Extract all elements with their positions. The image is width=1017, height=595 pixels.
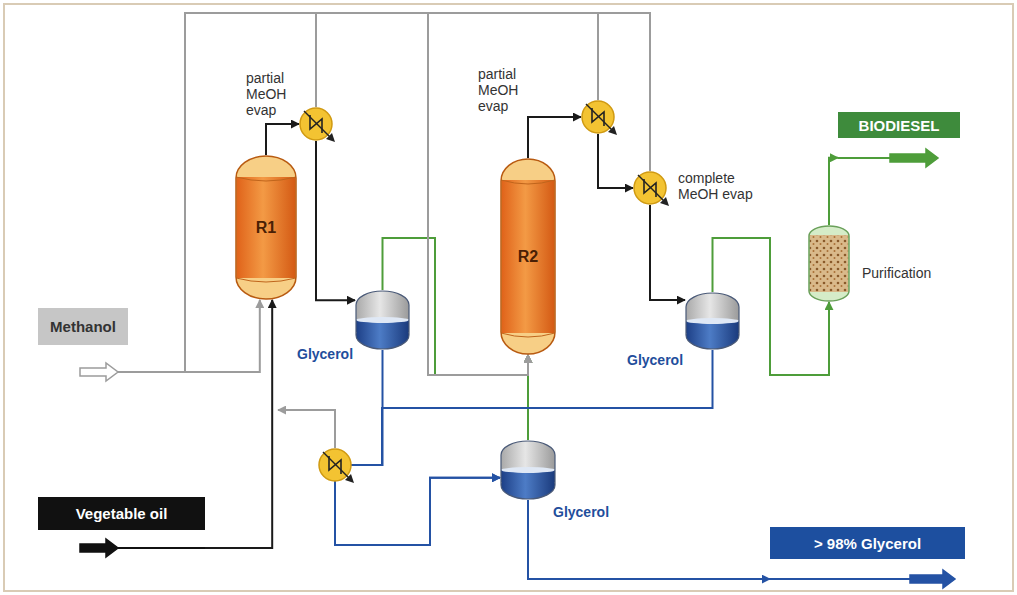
heat-exchanger: partial MeOH evap	[299, 107, 333, 141]
flow-line	[829, 158, 838, 225]
flow-line	[335, 350, 500, 545]
flow-line	[266, 124, 299, 155]
flow-line	[128, 13, 528, 375]
product-label: > 98% Glycerol	[770, 527, 965, 589]
feed-label: Methanol	[38, 308, 128, 380]
reactor-name: R1	[256, 219, 276, 237]
reactor-name: R2	[518, 248, 538, 266]
flow-line	[316, 141, 355, 300]
flow-line	[128, 300, 260, 372]
flow-line	[598, 134, 633, 188]
heat-exchanger-symbol	[633, 171, 667, 205]
glycerol-separator: Glycerol	[500, 440, 556, 500]
heat-exchanger	[319, 449, 354, 483]
packed-column	[808, 225, 850, 302]
label-block: BIODIESEL	[838, 112, 960, 138]
separator-vessel	[685, 292, 740, 350]
heat-exchanger-symbol	[581, 100, 615, 134]
stream-label: Vegetable oil	[76, 505, 168, 522]
heat-exchanger-symbol	[299, 107, 333, 141]
flow-line	[650, 205, 685, 300]
phase-label: Glycerol	[627, 352, 683, 368]
flow-line	[428, 13, 598, 375]
stream-label: Methanol	[50, 318, 116, 335]
heat-exchanger: partial MeOH evap	[581, 100, 615, 134]
heat-exchanger: complete MeOH evap	[633, 171, 667, 205]
stream-label: BIODIESEL	[859, 117, 940, 134]
flow-line	[316, 13, 528, 375]
frame	[4, 4, 1013, 591]
purification-column: Purification	[808, 225, 850, 302]
label-block: > 98% Glycerol	[770, 527, 965, 559]
label-block: Vegetable oil	[38, 497, 205, 530]
glycerol-separator: Glycerol	[355, 290, 410, 350]
separator-vessel	[500, 440, 556, 500]
reactor-vessel: R1	[235, 155, 297, 300]
label-block: Methanol	[38, 308, 128, 345]
product-label: BIODIESEL	[838, 112, 960, 170]
vapour-recycle-line	[278, 410, 335, 448]
unit-caption: partial MeOH evap	[246, 70, 296, 118]
stream-label: > 98% Glycerol	[814, 535, 921, 552]
flow-line	[528, 117, 581, 158]
unit-caption: complete MeOH evap	[678, 170, 758, 202]
separator-vessel	[355, 290, 410, 350]
phase-label: Glycerol	[553, 504, 609, 520]
flow-line	[528, 500, 770, 579]
unit-caption: partial MeOH evap	[478, 66, 526, 114]
reactor-vessel: R2	[500, 158, 556, 355]
flow-line	[205, 300, 272, 548]
feed-label: Vegetable oil	[38, 497, 205, 557]
flow-line	[335, 350, 713, 545]
flow-line	[428, 13, 650, 375]
phase-label: Glycerol	[297, 346, 353, 362]
unit-caption: Purification	[862, 265, 931, 281]
glycerol-separator: Glycerol	[685, 292, 740, 350]
